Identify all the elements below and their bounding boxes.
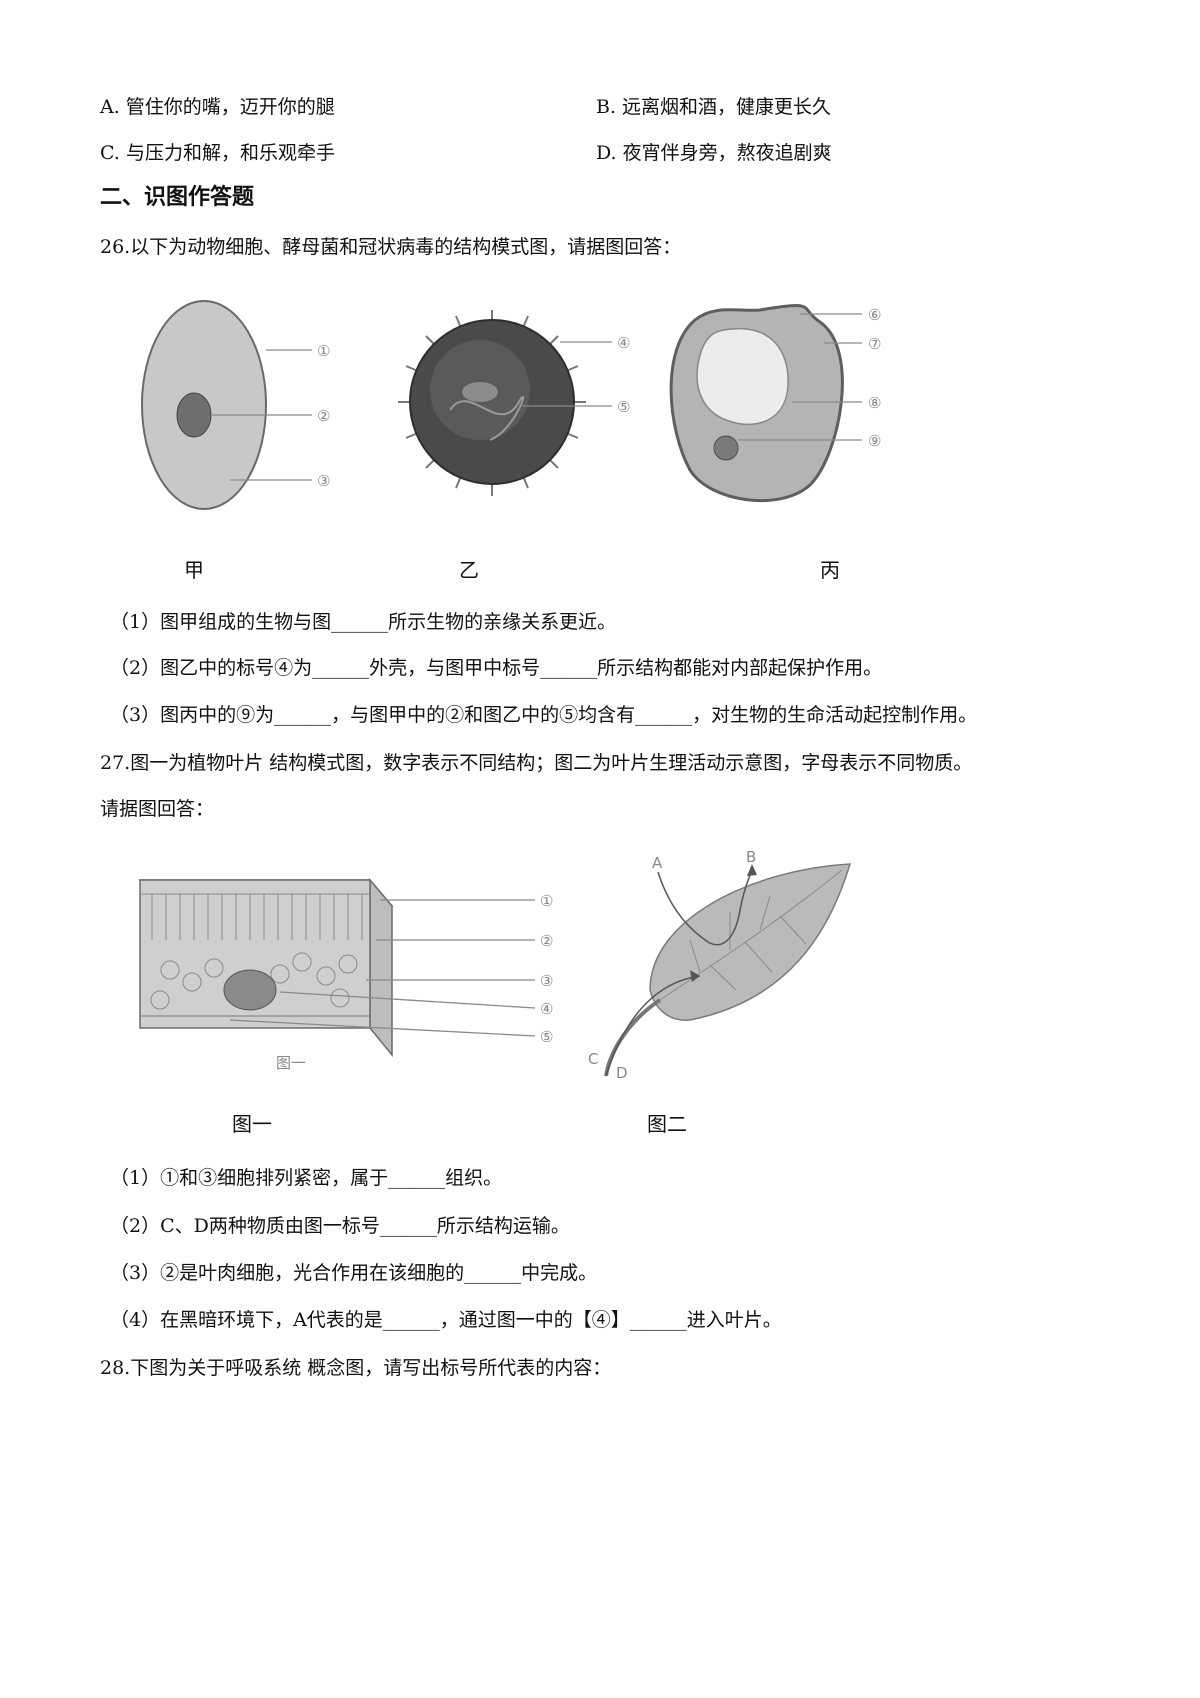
q27-sub-4: （4）在黑暗环境下，A代表的是______，通过图一中的【④】______进入叶… (110, 1309, 782, 1331)
marker-7: ⑦ (868, 335, 881, 353)
inner-figure-label: 图一 (276, 1054, 306, 1072)
q28-stem: 28.下图为关于呼吸系统 概念图，请写出标号所代表的内容： (100, 1357, 612, 1379)
letter-c: C (588, 1050, 598, 1068)
letter-b: B (746, 850, 756, 866)
marker-1: ① (317, 342, 330, 360)
q26-sub-2: （2）图乙中的标号④为______外壳，与图甲中标号______所示结构都能对内… (110, 657, 883, 679)
q27-leaf-figure: ① ② ③ ④ ⑤ 图一 A B C D (138, 850, 852, 1080)
coronavirus-diagram: ④ ⑤ (398, 310, 630, 496)
marker-8: ⑧ (868, 394, 881, 412)
option-c: C. 与压力和解，和乐观牵手 (100, 142, 335, 164)
animal-cell-diagram: ① ② ③ (141, 300, 330, 510)
fig-label-tu-2: 图二 (647, 1112, 687, 1136)
q27-sub-2: （2）C、D两种物质由图一标号______所示结构运输。 (110, 1215, 570, 1237)
leaf-cross-section-diagram: ① ② ③ ④ ⑤ 图一 (138, 877, 553, 1072)
leaf-physiology-diagram: A B C D (588, 850, 852, 1080)
letter-a: A (652, 854, 663, 872)
q26-sub-1: （1）图甲组成的生物与图______所示生物的亲缘关系更近。 (110, 611, 617, 633)
q26-stem: 26.以下为动物细胞、酵母菌和冠状病毒的结构模式图，请据图回答： (100, 236, 682, 258)
leaf-marker-5: ⑤ (540, 1028, 553, 1046)
q26-sub-3: （3）图丙中的⑨为______，与图甲中的②和图乙中的⑤均含有______，对生… (110, 704, 978, 726)
option-d: D. 夜宵伴身旁，熬夜追剧爽 (596, 142, 832, 164)
marker-9: ⑨ (868, 432, 881, 450)
fig-label-jia: 甲 (184, 558, 204, 582)
leaf-marker-4: ④ (540, 1000, 553, 1018)
leaf-marker-2: ② (540, 932, 553, 950)
leaf-marker-3: ③ (540, 972, 553, 990)
section-title: 二、识图作答题 (100, 185, 255, 210)
fig-label-yi: 乙 (459, 558, 479, 582)
q27-sub-3: （3）②是叶肉细胞，光合作用在该细胞的______中完成。 (110, 1262, 598, 1284)
fig-label-tu-1: 图一 (232, 1112, 272, 1136)
q27-stem-line-1: 27.图一为植物叶片 结构模式图，数字表示不同结构；图二为叶片生理活动示意图，字… (100, 752, 973, 774)
marker-6: ⑥ (868, 306, 881, 324)
fig-label-bing: 丙 (820, 558, 840, 582)
option-a: A. 管住你的嘴，迈开你的腿 (100, 96, 335, 118)
marker-4: ④ (617, 334, 630, 352)
q27-sub-1: （1）①和③细胞排列紧密，属于______组织。 (110, 1167, 503, 1189)
letter-d: D (616, 1064, 628, 1080)
q26-cell-figure: ① ② ③ ④ ⑤ (141, 300, 881, 510)
marker-2: ② (317, 407, 330, 425)
marker-5: ⑤ (617, 398, 630, 416)
marker-3: ③ (317, 472, 330, 490)
option-b: B. 远离烟和酒，健康更长久 (596, 96, 832, 118)
q27-stem-line-2: 请据图回答： (100, 798, 215, 820)
yeast-cell-diagram: ⑥ ⑦ ⑧ ⑨ (669, 304, 881, 503)
leaf-marker-1: ① (540, 892, 553, 910)
